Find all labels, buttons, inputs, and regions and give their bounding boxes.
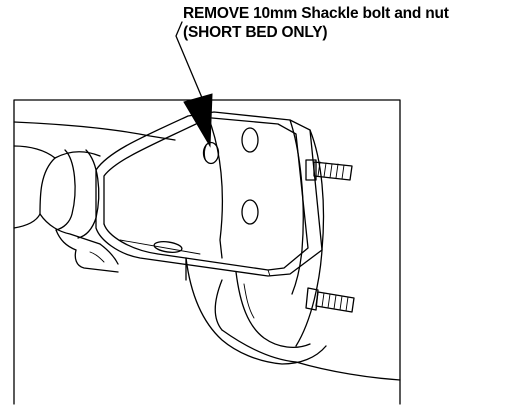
- spring-hole: [153, 241, 183, 253]
- callout-line-2: (SHORT BED ONLY): [183, 24, 328, 41]
- shackle-bracket: [95, 111, 323, 277]
- callout-line-1: REMOVE 10mm Shackle bolt and nut: [183, 5, 449, 22]
- upper-threaded-stud: [305, 159, 353, 181]
- upper-bolt-hole: [241, 127, 259, 153]
- illustration-frame: [13, 99, 401, 405]
- callout-leader: [175, 21, 213, 148]
- callout-arrow-icon: [183, 93, 213, 148]
- threaded-studs: [305, 159, 355, 313]
- lower-threaded-stud: [305, 287, 355, 313]
- lower-shackle-link: [185, 257, 327, 365]
- frame-rail: [13, 121, 176, 273]
- shackle-bolt-holes: [153, 127, 259, 253]
- lower-bolt-hole: [241, 199, 259, 225]
- callout-label: REMOVE 10mm Shackle bolt and nut (SHORT …: [183, 4, 517, 42]
- shackle-bolt-head: [202, 141, 220, 165]
- frame-side-panel: [221, 119, 401, 381]
